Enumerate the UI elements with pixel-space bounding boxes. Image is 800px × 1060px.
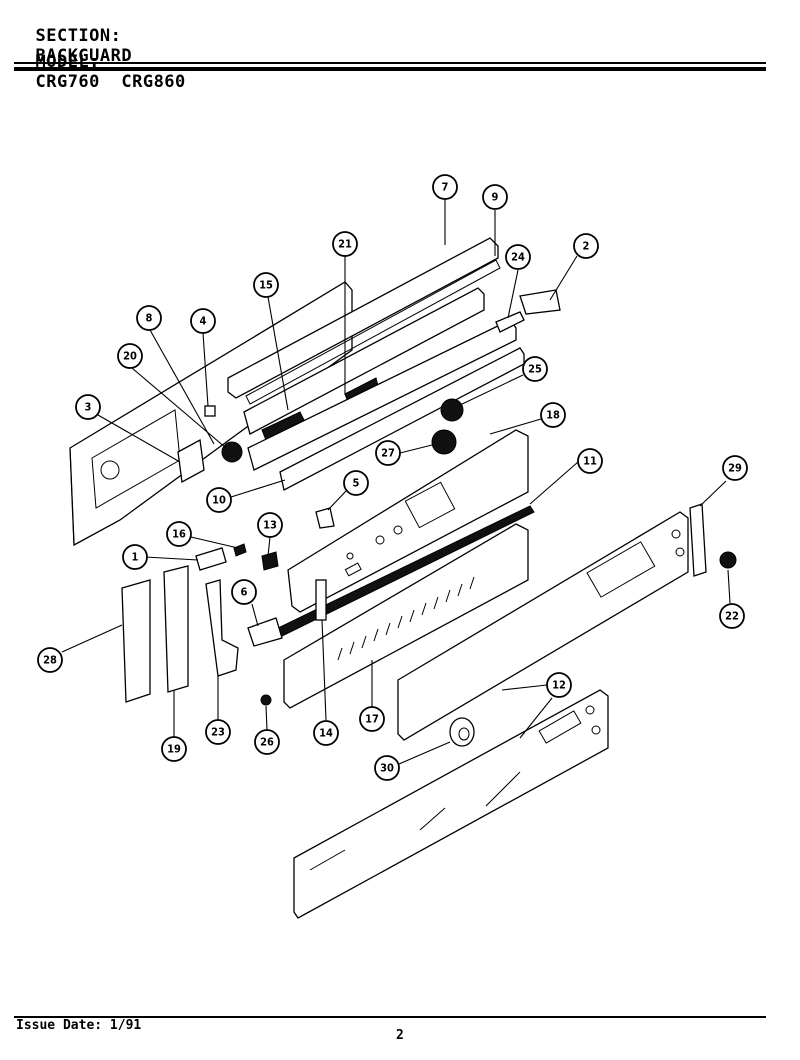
callout-2: 2 xyxy=(573,233,599,259)
svg-text:5: 5 xyxy=(353,477,360,490)
part-side-bracket-19 xyxy=(163,565,189,693)
page-number: 2 xyxy=(396,1028,404,1043)
callout-18: 18 xyxy=(540,402,566,428)
leader-lines xyxy=(61,199,731,765)
part-bracket-2 xyxy=(519,289,561,315)
callout-29: 29 xyxy=(722,455,748,481)
callout-30: 30 xyxy=(374,755,400,781)
part-bracket-3 xyxy=(177,438,205,484)
part-bracket-14 xyxy=(315,579,327,621)
callout-6: 6 xyxy=(231,579,257,605)
part-screw-26 xyxy=(260,694,272,706)
footer-rule xyxy=(14,1016,766,1018)
svg-text:28: 28 xyxy=(43,654,57,667)
part-vented-panel xyxy=(283,523,529,709)
callout-4: 4 xyxy=(190,308,216,334)
callout-7: 7 xyxy=(432,174,458,200)
part-knob-30 xyxy=(449,717,475,747)
svg-text:9: 9 xyxy=(492,191,499,204)
svg-text:7: 7 xyxy=(442,181,449,194)
part-knob-20 xyxy=(221,441,243,463)
callout-5: 5 xyxy=(343,470,369,496)
part-bracket-1 xyxy=(195,547,227,571)
callout-13: 13 xyxy=(257,512,283,538)
callout-16: 16 xyxy=(166,521,192,547)
part-top-trim xyxy=(227,237,501,405)
part-rail xyxy=(247,311,525,491)
callout-11: 11 xyxy=(577,448,603,474)
svg-text:20: 20 xyxy=(123,350,137,363)
svg-text:6: 6 xyxy=(241,586,248,599)
part-clip-5 xyxy=(315,507,335,529)
part-cam-27 xyxy=(431,429,457,455)
callout-12: 12 xyxy=(546,672,572,698)
model-value: CRG760 CRG860 xyxy=(35,72,186,92)
svg-text:26: 26 xyxy=(260,736,274,749)
svg-text:12: 12 xyxy=(552,679,566,692)
part-bracket-6 xyxy=(247,617,283,647)
svg-text:27: 27 xyxy=(381,447,395,460)
svg-text:22: 22 xyxy=(725,610,739,623)
callout-19: 19 xyxy=(161,736,187,762)
svg-text:23: 23 xyxy=(211,726,225,739)
svg-text:14: 14 xyxy=(319,727,333,740)
svg-text:4: 4 xyxy=(200,315,207,328)
part-clip-13 xyxy=(261,551,279,571)
callout-1: 1 xyxy=(122,544,148,570)
callout-25: 25 xyxy=(522,356,548,382)
part-control-frame xyxy=(287,429,529,613)
svg-text:30: 30 xyxy=(380,762,394,775)
issue-date: Issue Date: 1/91 xyxy=(16,1018,142,1033)
callout-26: 26 xyxy=(254,729,280,755)
svg-text:2: 2 xyxy=(583,240,590,253)
part-clip-4 xyxy=(204,405,216,417)
part-knob-22 xyxy=(719,551,737,569)
svg-text:24: 24 xyxy=(511,251,525,264)
part-front-panel-lower xyxy=(293,689,609,919)
svg-text:10: 10 xyxy=(212,494,226,507)
svg-text:19: 19 xyxy=(167,743,181,756)
callout-28: 28 xyxy=(37,647,63,673)
callout-15: 15 xyxy=(253,272,279,298)
svg-text:29: 29 xyxy=(728,462,742,475)
section-value: BACKGUARD xyxy=(35,46,133,66)
callout-9: 9 xyxy=(482,184,508,210)
svg-text:18: 18 xyxy=(546,409,560,422)
svg-text:8: 8 xyxy=(146,312,153,325)
part-endcap-left xyxy=(121,579,151,703)
callout-21: 21 xyxy=(332,231,358,257)
callout-20: 20 xyxy=(117,343,143,369)
svg-text:3: 3 xyxy=(85,401,92,414)
svg-text:11: 11 xyxy=(583,455,597,468)
svg-text:25: 25 xyxy=(528,363,542,376)
callout-23: 23 xyxy=(205,719,231,745)
part-endcap-right xyxy=(689,503,707,577)
callout-17: 17 xyxy=(359,706,385,732)
svg-text:15: 15 xyxy=(259,279,273,292)
callout-10: 10 xyxy=(206,487,232,513)
svg-text:21: 21 xyxy=(338,238,352,251)
svg-text:17: 17 xyxy=(365,713,379,726)
callout-27: 27 xyxy=(375,440,401,466)
svg-text:13: 13 xyxy=(263,519,277,532)
part-cam-25 xyxy=(440,398,464,422)
callout-24: 24 xyxy=(505,244,531,270)
svg-text:1: 1 xyxy=(132,551,139,564)
callout-22: 22 xyxy=(719,603,745,629)
part-front-panel-upper xyxy=(397,511,689,741)
header-rule-thick xyxy=(14,67,766,71)
section-label: SECTION: xyxy=(35,26,122,46)
callout-14: 14 xyxy=(313,720,339,746)
part-screw-16 xyxy=(233,543,247,557)
callout-8: 8 xyxy=(136,305,162,331)
callout-3: 3 xyxy=(75,394,101,420)
header-rule-thin xyxy=(14,62,766,64)
section-header: SECTION: BACKGUARD xyxy=(14,6,132,66)
svg-text:16: 16 xyxy=(172,528,186,541)
